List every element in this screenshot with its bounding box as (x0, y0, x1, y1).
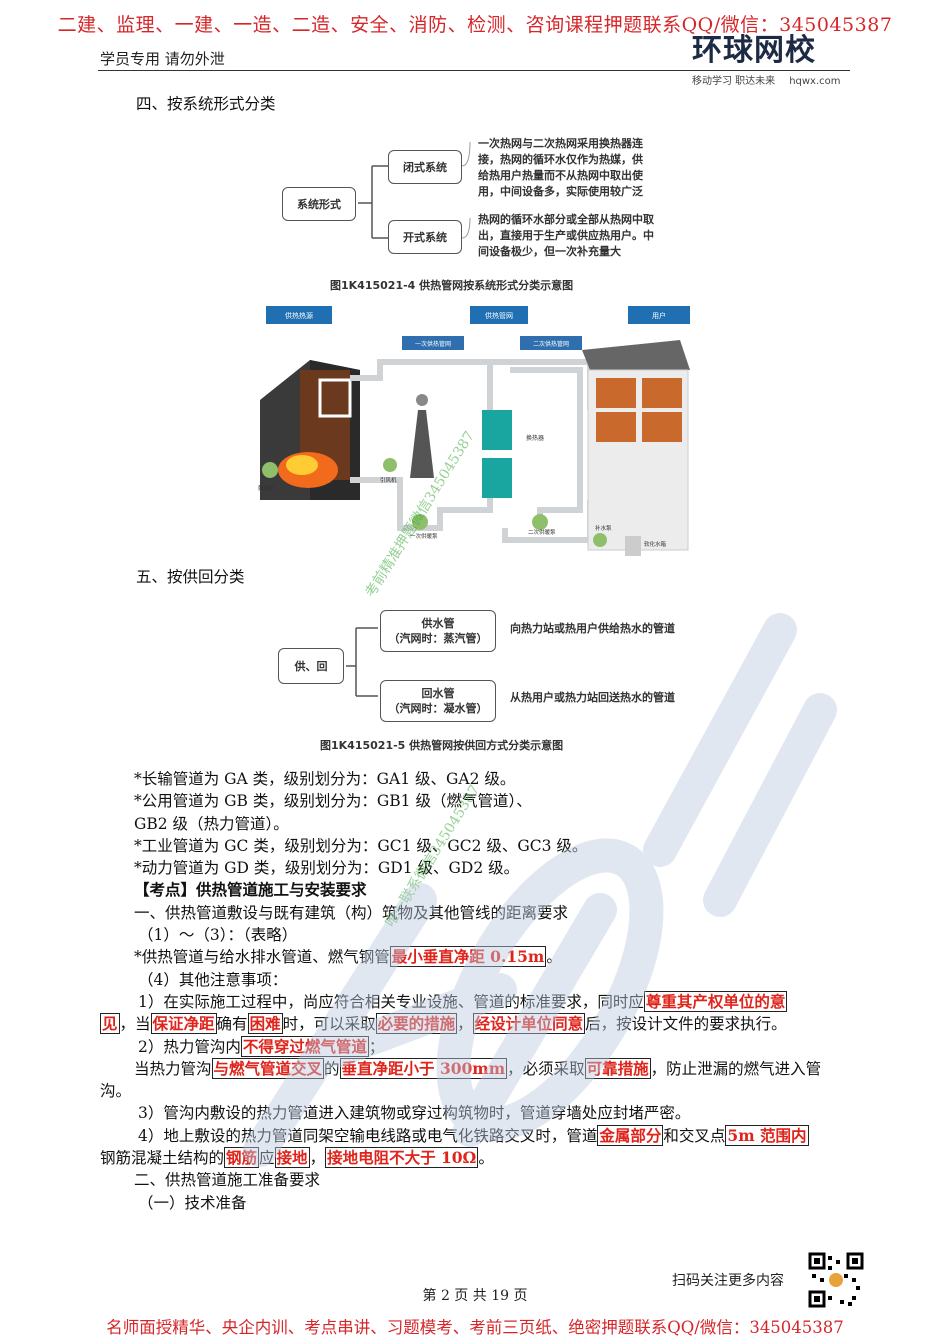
highlight-5m-range: 5m 范围内 (725, 1124, 809, 1146)
schematic-label-makeup-pump: 补水泵 (595, 524, 612, 532)
line-gb: *公用管道为 GB 类，级别划分为：GB1 级（燃气管道）、 (134, 792, 532, 811)
header-divider (98, 70, 850, 71)
highlight-difficulty: 困难 (247, 1013, 283, 1035)
student-note: 学员专用 请勿外泄 (100, 50, 225, 68)
logo-slogan: 移动学习 职达未来 (692, 76, 776, 87)
highlight-reliable-measures: 可靠措施 (584, 1057, 651, 1079)
schematic-label-secondary-pump: 二次供暖泵 (528, 528, 556, 536)
line-note2a: 2）热力管沟内不得穿过燃气管道； (138, 1035, 385, 1057)
highlight-ensure-clearance: 保证净距 (150, 1013, 217, 1035)
schematic-label-source: 供热热源 (285, 311, 313, 320)
supply-return-tree-lines (346, 627, 378, 697)
schematic-label-secondary: 二次供热管网 (533, 340, 569, 348)
bottom-banner: 名师面授精华、央企内训、考点串讲、习题模考、考前三页纸、绝密押题联系QQ/微信：… (106, 1318, 844, 1337)
line-note1b: 见，当保证净距确有困难时，可以采取必要的措施，经设计单位同意后，按设计文件的要求… (100, 1013, 787, 1035)
line-distance-req: 一、供热管道敷设与既有建筑（构）筑物及其他管线的距离要求 (134, 903, 569, 922)
highlight-10-ohm: 接地电阻不大于 10Ω (325, 1147, 479, 1169)
system-form-tree-lines (358, 141, 471, 239)
kaodian-heading: 【考点】供热管道施工与安装要求 (134, 880, 367, 900)
return-pipe-box: 回水管 （汽网时：凝水管） (380, 680, 496, 722)
highlight-rebar: 钢筋 (224, 1147, 260, 1169)
highlight-necessary-measures: 必要的措施 (375, 1013, 458, 1035)
supply-return-root: 供、回 (278, 648, 344, 684)
line-ga: *长输管道为 GA 类，级别划分为：GA1 级、GA2 级。 (134, 770, 516, 788)
line-gd: *动力管道为 GD 类，级别划分为：GD1 级、GD2 级。 (134, 859, 520, 878)
open-system-desc: 热网的循环水部分或全部从热网中取 出，直接用于生产或供应热用户。中 间设备极少，… (478, 213, 654, 258)
section5-heading: 五、按供回分类 (136, 568, 245, 586)
schematic-label-fan: 引风机 (380, 476, 397, 484)
page-number: 第 2 页 共 19 页 (422, 1288, 528, 1304)
schematic-label-primary: 一次供热管网 (415, 340, 451, 348)
closed-system-box: 闭式系统 (388, 150, 462, 184)
line-table-omitted: （1）～（3）：（表略） (138, 926, 298, 945)
top-banner: 二建、监理、一建、一造、二造、安全、消防、检测、咨询课程押题联系QQ/微信：34… (57, 14, 893, 36)
schematic-label-user: 用户 (652, 311, 666, 320)
line-note2b: 当热力管沟与燃气管道交叉的垂直净距小于 300mm，必须采取可靠措施，防止泄漏的… (134, 1057, 822, 1079)
line-note4b: 钢筋混凝土结构的钢筋应接地，接地电阻不大于 10Ω。 (100, 1147, 494, 1169)
heating-network-schematic: 供热热源 供热管网 用户 一次供热管网 二次供热管网 换热器 一次供暖泵 二次供… (258, 306, 690, 556)
logo: 环球网校 移动学习 职达未来 hqwx.com (692, 34, 862, 90)
line-other-notes: （4）其他注意事项： (138, 970, 288, 989)
schematic-label-blower: 鼓风机 (258, 484, 275, 492)
line-gb2: GB2 级（热力管道）。 (134, 814, 289, 833)
supply-pipe-desc: 向热力站或热用户供给热水的管道 (510, 622, 675, 635)
line-note2c: 沟。 (100, 1082, 132, 1101)
system-form-root: 系统形式 (282, 187, 356, 221)
highlight-no-gas-pipe: 不得穿过燃气管道 (240, 1035, 369, 1057)
figure4-caption: 图1K415021-4 供热管网按系统形式分类示意图 (330, 279, 574, 292)
line-gc: *工业管道为 GC 类，级别划分为：GC1 级、GC2 级、GC3 级。 (134, 836, 588, 855)
highlight-metal-parts: 金属部分 (597, 1124, 664, 1146)
line-note3: 3）管沟内敷设的热力管道进入建筑物或穿过构筑物时，管道穿墙处应封堵严密。 (138, 1104, 691, 1123)
line-note1a: 1）在实际施工过程中，尚应符合相关专业设施、管道的标准要求，同时应尊重其产权单位… (138, 990, 788, 1012)
line-gas-pipe: *供热管道与给水排水管道、燃气钢管最小垂直净距 0.15m。 (134, 946, 562, 968)
highlight-designer-approval: 经设计单位同意 (472, 1013, 586, 1035)
body-text: *长输管道为 GA 类，级别划分为：GA1 级、GA2 级。 *公用管道为 GB… (100, 768, 870, 1214)
qr-code-icon (808, 1252, 864, 1308)
highlight-cross-gas: 与燃气管道交叉 (211, 1057, 325, 1079)
qr-note: 扫码关注更多内容 (672, 1273, 784, 1289)
logo-url: hqwx.com (789, 76, 841, 87)
supply-pipe-box: 供水管 （汽网时：蒸汽管） (380, 610, 496, 652)
highlight-respect-owner: 尊重其产权单位的意 (643, 990, 788, 1012)
schematic-label-primary-pump: 一次供暖泵 (410, 532, 438, 540)
schematic-label-network: 供热管网 (485, 311, 513, 320)
schematic-label-exchanger: 换热器 (526, 434, 544, 442)
highlight-min-clearance: 最小垂直净距 0.15m (389, 946, 547, 968)
line-tech-prep: （一）技术准备 (138, 1193, 247, 1212)
line-prep-req: 二、供热管道施工准备要求 (134, 1171, 321, 1190)
highlight-300mm: 垂直净距小于 300mm (339, 1057, 508, 1079)
logo-brand: 环球网校 (692, 33, 816, 68)
section4-heading: 四、按系统形式分类 (136, 95, 276, 113)
open-system-box: 开式系统 (388, 220, 462, 254)
closed-system-desc: 一次热网与二次热网采用换热器连 接，热网的循环水仅作为热媒，供 给热用户热量而不… (478, 137, 643, 198)
schematic-label-water-treat: 软化水箱 (644, 540, 667, 548)
return-pipe-desc: 从热用户或热力站回送热水的管道 (510, 691, 675, 704)
highlight-grounding: 接地 (274, 1147, 310, 1169)
figure5-caption: 图1K415021-5 供热管网按供回方式分类示意图 (320, 739, 564, 752)
